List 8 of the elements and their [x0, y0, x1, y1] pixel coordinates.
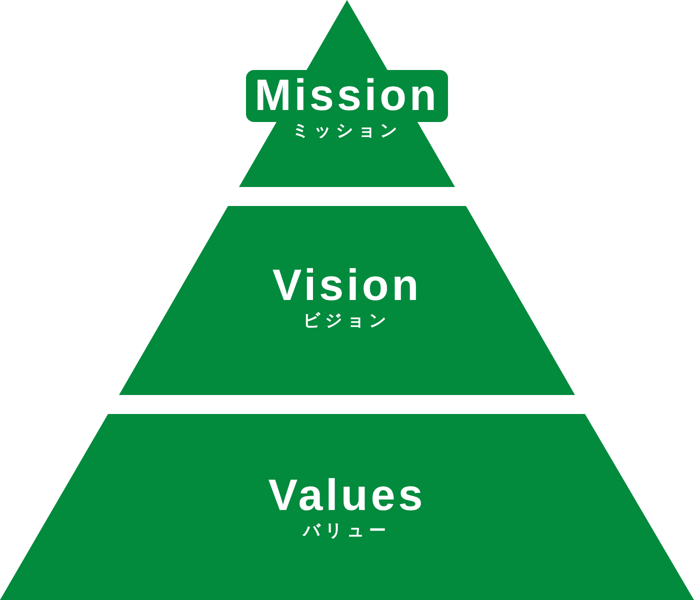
tier-subheading: ミッション: [292, 120, 402, 142]
tier-subheading: ビジョン: [303, 310, 391, 332]
pyramid-bottom-band: [0, 414, 694, 600]
pyramid-middle-band: [119, 206, 575, 395]
tier-subheading: バリュー: [303, 520, 391, 542]
tier-heading: Vision: [272, 262, 422, 310]
tier-heading: Values: [268, 472, 426, 520]
tier-heading: Mission: [254, 72, 440, 120]
